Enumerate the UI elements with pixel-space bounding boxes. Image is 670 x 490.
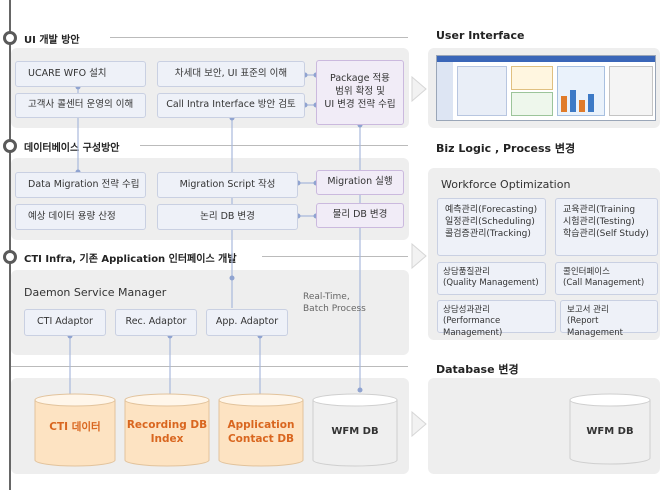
timeline-dot bbox=[3, 31, 17, 45]
recording-db-cylinder bbox=[124, 393, 210, 467]
package-box: Package 적용 범위 확정 및 UI 변경 전략 수립 bbox=[316, 60, 404, 125]
module-item: 학습관리(Self Study) bbox=[563, 229, 649, 240]
module-item: 상담품질관리 bbox=[443, 267, 490, 277]
planning-modules-box: 예측관리(Forecasting) 일정관리(Scheduling) 콜검증관리… bbox=[437, 198, 546, 256]
right-wfm-db-cylinder bbox=[569, 393, 651, 465]
application-db-label: Application Contact DB bbox=[219, 418, 303, 446]
data-migration-box: Data Migration 전략 수립 bbox=[15, 172, 146, 198]
section-title-db: 데이터베이스 구성방안 bbox=[24, 143, 120, 154]
report-module-box: 보고서 관리 (Report Management bbox=[560, 300, 658, 338]
migration-run-box: Migration 실행 bbox=[316, 170, 404, 195]
section-divider bbox=[11, 366, 408, 367]
application-db-cylinder bbox=[218, 393, 304, 467]
application-db-line: Contact DB bbox=[227, 433, 295, 446]
thumb-bar bbox=[570, 90, 576, 112]
module-item: 상담성과관리 bbox=[443, 305, 490, 315]
migration-script-box: Migration Script 작성 bbox=[157, 172, 298, 198]
next-security-box: 차세대 보안, UI 표준의 이해 bbox=[157, 61, 305, 87]
thumb-bar bbox=[588, 94, 594, 112]
thumb-bar bbox=[561, 96, 567, 112]
cti-db-label: CTI 데이터 bbox=[49, 421, 101, 433]
section-divider bbox=[262, 256, 408, 257]
section-divider bbox=[110, 37, 408, 38]
thumb-header bbox=[437, 56, 655, 62]
module-item: 콜인터페이스 bbox=[563, 267, 610, 277]
package-line: Package 적용 bbox=[330, 73, 390, 85]
module-item: 콜검증관리(Tracking) bbox=[445, 229, 531, 240]
ui-screenshot-thumbnail bbox=[436, 55, 656, 121]
training-modules-box: 교육관리(Training 시험관리(Testing) 학습관리(Self St… bbox=[555, 198, 658, 256]
package-line: UI 변경 전략 수립 bbox=[324, 98, 396, 110]
module-item: 보고서 관리 bbox=[567, 305, 609, 315]
call-center-box: 고객사 콜센터 운영의 이해 bbox=[15, 93, 146, 118]
recording-db-line: Index bbox=[150, 433, 184, 446]
workforce-title: Workforce Optimization bbox=[441, 178, 571, 191]
thumb-sidebar bbox=[437, 62, 453, 120]
module-item: 예측관리(Forecasting) bbox=[445, 205, 538, 215]
physical-db-box: 물리 DB 변경 bbox=[316, 203, 404, 228]
thumb-panel-1 bbox=[457, 66, 507, 116]
app-adaptor-box: App. Adaptor bbox=[206, 309, 288, 336]
package-line: 범위 확정 및 bbox=[335, 86, 385, 98]
performance-module-box: 상담성과관리 (Performance Management) bbox=[437, 300, 556, 338]
recording-db-label: Recording DB Index bbox=[125, 418, 209, 446]
section-title-cti: CTI Infra, 기존 Application 인터페이스 개발 bbox=[24, 254, 237, 265]
daemon-title: Daemon Service Manager bbox=[24, 286, 167, 299]
arrow-right-icon bbox=[411, 76, 427, 102]
timeline-dot bbox=[3, 250, 17, 264]
timeline-line bbox=[9, 0, 11, 490]
module-item: (Report Management bbox=[567, 316, 623, 338]
biz-logic-title: Biz Logic , Process 변경 bbox=[436, 142, 576, 155]
right-wfm-db-label: WFM DB bbox=[586, 426, 634, 437]
call-interface-module-box: 콜인터페이스 (Call Management) bbox=[555, 262, 658, 295]
thumb-chart-1 bbox=[511, 66, 553, 90]
quality-module-box: 상담품질관리 (Quality Management) bbox=[437, 262, 546, 295]
module-item: (Call Management) bbox=[563, 278, 645, 289]
wfm-db-label: WFM DB bbox=[331, 426, 379, 437]
wfm-db-cylinder bbox=[312, 393, 398, 467]
section-title-ui: UI 개발 방안 bbox=[24, 35, 80, 46]
module-item: (Quality Management) bbox=[443, 278, 539, 289]
application-db-line: Application bbox=[227, 419, 295, 431]
module-item: 교육관리(Training bbox=[563, 205, 636, 215]
module-item: 일정관리(Scheduling) bbox=[445, 217, 535, 228]
section-divider bbox=[140, 145, 408, 146]
thumb-panel-3 bbox=[609, 66, 653, 116]
database-change-title: Database 변경 bbox=[436, 363, 519, 376]
logical-db-box: 논리 DB 변경 bbox=[157, 204, 298, 230]
estimate-box: 예상 데이터 용량 산정 bbox=[15, 204, 146, 230]
cti-adaptor-box: CTI Adaptor bbox=[24, 309, 106, 336]
call-intra-box: Call Intra Interface 방안 검토 bbox=[157, 93, 305, 118]
module-item: 시험관리(Testing) bbox=[563, 217, 635, 228]
arrow-right-icon bbox=[411, 411, 427, 437]
arrow-right-icon bbox=[411, 243, 427, 269]
process-note: Real-Time, Batch Process bbox=[303, 292, 366, 315]
thumb-chart-2 bbox=[511, 92, 553, 116]
cti-db-cylinder bbox=[34, 393, 116, 467]
process-note-line: Batch Process bbox=[303, 303, 366, 314]
user-interface-title: User Interface bbox=[436, 29, 525, 42]
thumb-bar bbox=[579, 100, 585, 112]
recording-db-line: Recording DB bbox=[126, 419, 208, 431]
ucare-install-box: UCARE WFO 설치 bbox=[15, 61, 146, 87]
rec-adaptor-box: Rec. Adaptor bbox=[115, 309, 197, 336]
process-note-line: Real-Time, bbox=[303, 292, 350, 302]
timeline-dot bbox=[3, 139, 17, 153]
module-item: (Performance Management) bbox=[443, 316, 503, 338]
